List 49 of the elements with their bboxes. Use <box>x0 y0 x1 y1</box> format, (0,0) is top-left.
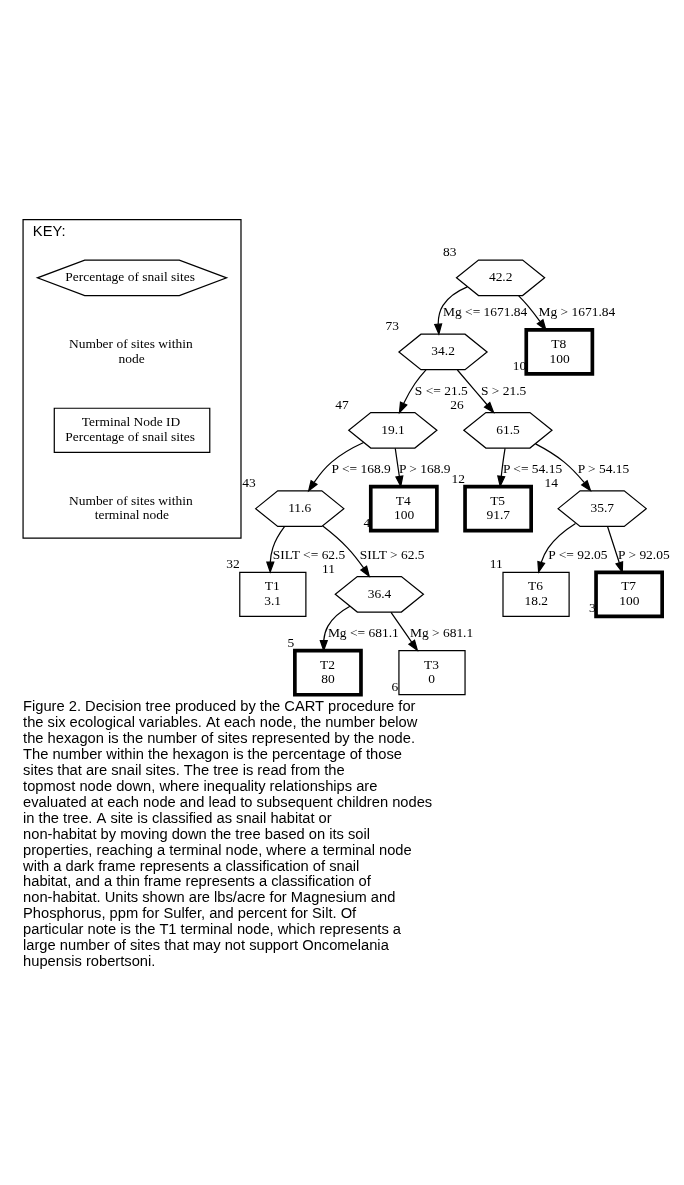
edge-label: P <= 168.9 <box>331 460 391 476</box>
node-label: 11 <box>322 560 336 576</box>
node-label: Number of sites within terminal node <box>68 492 193 523</box>
arrow <box>307 441 365 493</box>
edge-label: S <= 21.5 <box>414 382 468 398</box>
node-label: 43 <box>242 474 256 490</box>
arrow <box>497 447 506 488</box>
arrow <box>322 525 371 578</box>
arrow <box>433 286 468 336</box>
arrow <box>534 443 592 492</box>
arrow <box>537 522 577 574</box>
node-box: T6 18.2 <box>502 571 570 617</box>
edge-label: P <= 92.05 <box>548 546 608 562</box>
node-box: T7 100 <box>594 570 664 619</box>
edge-label: P > 54.15 <box>577 460 630 476</box>
arrow <box>607 526 624 574</box>
arrow <box>390 611 419 652</box>
edge-label: P <= 54.15 <box>503 460 563 476</box>
node-label: Number of sites within node <box>68 336 193 366</box>
node-label: 83 <box>443 244 457 260</box>
edge-label: Mg > 1671.84 <box>538 304 616 320</box>
node-box: T2 80 <box>293 648 363 697</box>
node-box: T4 100 <box>368 484 439 533</box>
node-label: 6 <box>391 678 399 694</box>
node-box: Terminal Node ID Percentage of snail sites <box>53 407 211 453</box>
edge-label: Mg > 681.1 <box>409 624 474 640</box>
node-box: T3 0 <box>398 650 466 696</box>
edge-label: SILT > 62.5 <box>359 546 425 562</box>
node-box: T8 100 <box>524 328 595 376</box>
node-label: 5 <box>287 634 295 650</box>
arrow <box>266 525 286 574</box>
edge-label: P > 168.9 <box>398 460 451 476</box>
edge-label: Mg <= 1671.84 <box>443 304 528 320</box>
arrow <box>398 369 427 415</box>
node-label: 12 <box>451 470 466 486</box>
node-box: T5 91.7 <box>463 484 533 533</box>
edge-label: S > 21.5 <box>480 382 527 398</box>
node-label: 26 <box>450 396 464 412</box>
node-box: T1 3.1 <box>239 571 307 617</box>
edge-label: SILT <= 62.5 <box>272 546 346 562</box>
node-label: 11 <box>489 556 503 572</box>
node-label: 47 <box>335 396 349 412</box>
node-label: 14 <box>544 474 559 490</box>
caption: Figure 2. Decision tree produced by the CART procedure for the six ecological variables. At each node, the number below the hexagon is the number of sites represented by the node. The number within the hexagon is the percentage of those sites that are snail sites. The tree is read from the topmost node down, where inequality relationships are evaluated at each node and lead to subsequent children nodes in the tree. A site is classified as snail habitat or non-habitat by moving down the tree based on its soil properties, reaching a terminal node, where a terminal node with a dark frame represents a classification of snail habitat, and a thin frame represents a classification of non-habitat. Units shown are lbs/acre for Magnesium and Phosphorus, ppm for Sulfer, and percent for Silt. Of particular note is the T1 terminal node, which represents a large number of sites that may not support Oncomelania hupensis robertsoni. <box>23 698 433 970</box>
node-label: 73 <box>385 318 399 334</box>
arrow <box>456 369 495 414</box>
node-label: 32 <box>226 556 240 572</box>
edge-label: Mg <= 681.1 <box>327 624 399 640</box>
edge-label: P > 92.05 <box>618 546 670 562</box>
